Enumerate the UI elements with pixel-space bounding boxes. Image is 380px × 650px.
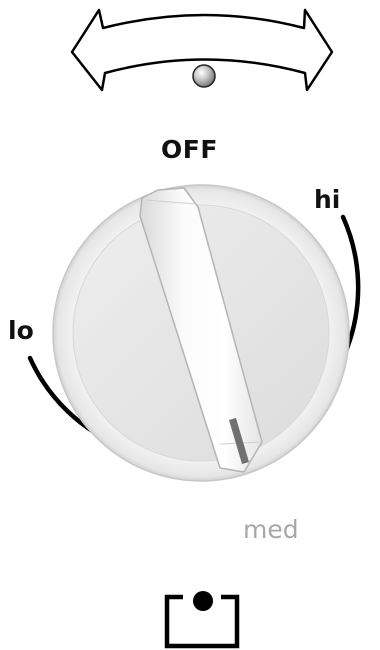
indicator-light-icon [193, 65, 215, 87]
push-button-icon [167, 591, 237, 646]
rotary-knob[interactable] [53, 185, 349, 481]
label-med: med [243, 517, 299, 542]
label-hi: hi [314, 187, 340, 212]
label-off: OFF [161, 137, 218, 162]
label-lo: lo [8, 318, 34, 343]
